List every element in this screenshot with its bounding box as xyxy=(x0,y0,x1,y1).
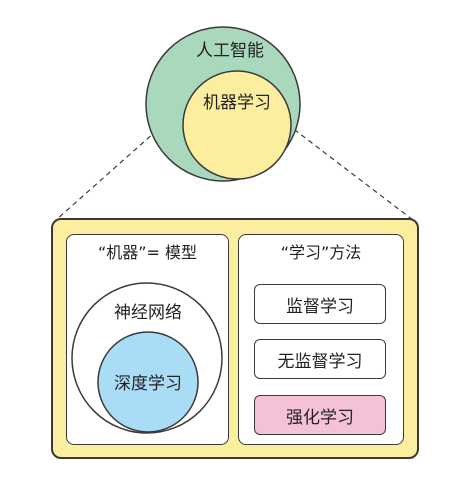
ml-label: 机器学习 xyxy=(203,93,271,113)
ml-circle xyxy=(182,70,292,180)
method-reinforcement: 强化学习 xyxy=(254,395,386,435)
model-panel-title: “机器”= 模型 xyxy=(97,243,198,262)
method-panel-title: “学习”方法 xyxy=(280,243,362,262)
zoom-line-left xyxy=(55,123,165,221)
method-unsupervised: 无监督学习 xyxy=(254,339,386,379)
method-supervised: 监督学习 xyxy=(254,284,386,324)
ai-label: 人工智能 xyxy=(196,41,264,61)
model-panel xyxy=(66,234,229,445)
zoom-line-right xyxy=(286,123,414,221)
